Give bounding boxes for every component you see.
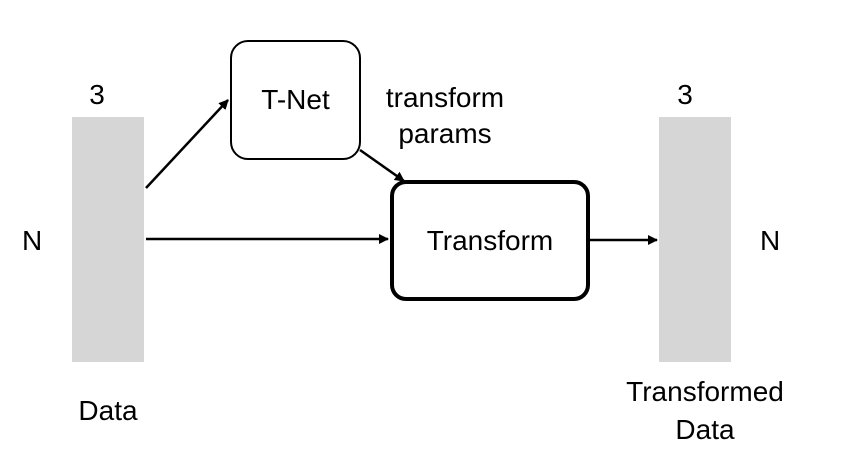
input-columns-label: 3 (89, 79, 105, 110)
input-rows-label: N (22, 225, 43, 256)
output-rows-label: N (760, 225, 781, 256)
transform-box: Transform (390, 180, 590, 301)
tnet-output-label-line1: transform (385, 82, 505, 113)
output-caption-line1: Transformed (626, 376, 784, 407)
input-data-bar (72, 117, 144, 362)
arrow-tnet-to-transform (359, 148, 405, 183)
transform-label: Transform (426, 224, 554, 256)
output-data-bar (659, 117, 731, 362)
tnet-label: T-Net (261, 84, 330, 115)
tnet-output-label-line2: params (398, 118, 492, 149)
tnet-box: T-Net (230, 40, 361, 160)
input-caption: Data (78, 395, 138, 426)
output-caption-line2: Data (675, 414, 735, 445)
arrow-data-to-tnet (145, 99, 229, 189)
output-columns-label: 3 (677, 79, 693, 110)
